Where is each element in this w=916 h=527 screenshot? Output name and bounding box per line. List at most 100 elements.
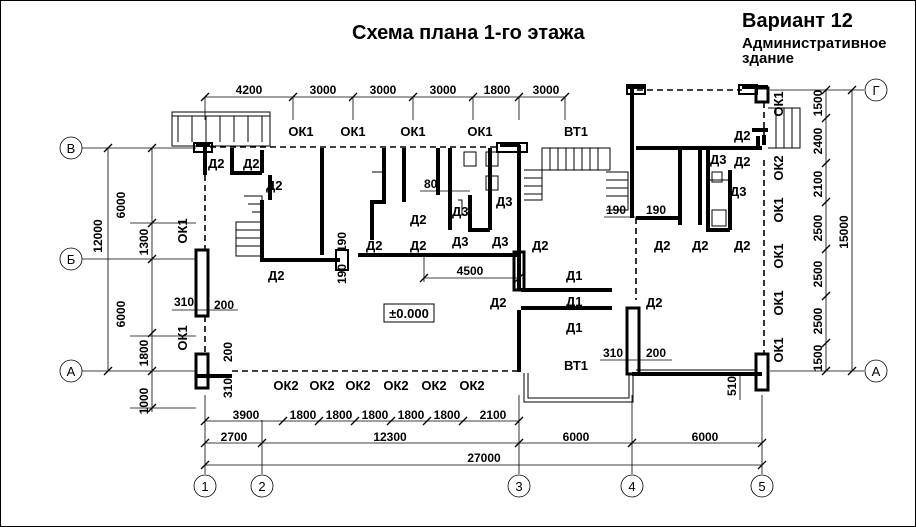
window-label: ОК1 [175, 218, 190, 243]
dim-open-5: 1800 [398, 408, 425, 422]
dim-open-4: 1800 [362, 408, 389, 422]
door3-label: Д3 [452, 234, 469, 249]
door2-label: Д2 [734, 238, 751, 253]
door2-label: Д2 [410, 238, 427, 253]
dim-left-4: 1800 [137, 339, 151, 366]
dim-open-7: 2100 [480, 408, 507, 422]
dim-open-1: 3900 [233, 408, 260, 422]
staircases [171, 107, 801, 257]
dim-right-5: 2500 [811, 260, 825, 287]
window-label-ok2-right: ОК2 [771, 155, 786, 180]
door2-label: Д2 [646, 295, 663, 310]
dim-190-left: 190 [606, 203, 626, 217]
dim-top-1: 4200 [236, 83, 263, 97]
grid-axes: 1 2 3 4 5 А Б В А Г [59, 78, 888, 498]
dim-right-7: 1500 [811, 344, 825, 371]
window-label: ОК1 [771, 91, 786, 116]
window-label: ОК1 [771, 197, 786, 222]
door3-label: Д3 [452, 204, 469, 219]
dim-top-2: 3000 [310, 83, 337, 97]
door2-label: Д2 [654, 238, 671, 253]
dim-left-1: 6000 [114, 191, 128, 218]
door1-label: Д1 [566, 268, 583, 283]
dimension-lines: 4200 3000 3000 3000 1800 3000 3900 1800 … [91, 83, 857, 470]
dim-open-2: 1800 [290, 408, 317, 422]
building-type: Административное здание [742, 36, 887, 66]
door1-label: Д1 [566, 294, 583, 309]
dim-right-2: 2400 [811, 127, 825, 154]
dim-4500: 4500 [457, 264, 484, 278]
axis-col-2: 2 [258, 479, 265, 494]
window-label: ОК1 [467, 124, 492, 139]
window-label: ОК1 [400, 124, 425, 139]
opening-labels: ОК1 ОК1 ОК1 ОК1 ВТ1 ВТ1 ОК1 ОК1 ОК1 ОК1 … [175, 91, 786, 393]
door2-label: Д2 [734, 128, 751, 143]
dim-200-left: 200 [214, 298, 234, 312]
window-label: ОК1 [771, 290, 786, 315]
dim-top-5: 1800 [484, 83, 511, 97]
dim-axis-1: 2700 [221, 430, 248, 444]
level-mark: ±0.000 [389, 306, 429, 321]
door3-label: Д3 [492, 234, 509, 249]
axis-col-1: 1 [201, 479, 208, 494]
door2-label: Д2 [243, 156, 260, 171]
axis-row-a-left: А [67, 364, 76, 379]
door2-label: Д2 [366, 238, 383, 253]
axis-row-g-right: Г [872, 83, 879, 98]
dim-left-3: 6000 [114, 300, 128, 327]
axis-col-5: 5 [758, 479, 765, 494]
door2-label: Д2 [266, 178, 283, 193]
axis-row-a-right: А [872, 364, 881, 379]
dim-200-col4: 200 [646, 346, 666, 360]
dim-310-left: 310 [174, 295, 194, 309]
window2-label: ОК2 [383, 378, 408, 393]
interior-walls [193, 84, 768, 310]
window2-label: ОК2 [421, 378, 446, 393]
dim-310-vertical: 310 [221, 378, 235, 398]
dim-right-3: 2100 [811, 170, 825, 197]
dim-top-3: 3000 [370, 83, 397, 97]
window2-label: ОК2 [345, 378, 370, 393]
axis-col-3: 3 [515, 479, 522, 494]
variant-label: Вариант 12 [742, 10, 853, 32]
dim-top-4: 3000 [430, 83, 457, 97]
dim-80: 80 [424, 177, 438, 191]
building-type-line1: Административное [742, 35, 887, 52]
exterior-walls [194, 85, 770, 403]
building-type-line2: здание [742, 50, 794, 67]
window2-label: ОК2 [309, 378, 334, 393]
dim-left-2: 1300 [137, 228, 151, 255]
door3-label: Д3 [730, 184, 747, 199]
dim-right-1: 1500 [811, 89, 825, 116]
axis-col-4: 4 [628, 479, 635, 494]
dim-310-col4: 310 [603, 346, 623, 360]
door2-label: Д2 [410, 212, 427, 227]
dim-left-5: 1000 [137, 387, 151, 414]
dim-right-4: 2500 [811, 214, 825, 241]
window-label: ОК1 [771, 337, 786, 362]
axis-row-v-left: В [67, 141, 76, 156]
drawing-title: Схема плана 1-го этажа [352, 22, 585, 44]
dim-190-vertical: 190 [335, 232, 349, 252]
window2-label: ОК2 [273, 378, 298, 393]
dim-right-6: 2500 [811, 307, 825, 334]
door1-label: Д1 [566, 320, 583, 335]
dim-open-3: 1800 [326, 408, 353, 422]
dim-190-right: 190 [646, 203, 666, 217]
dim-190-horizontal: 190 [335, 264, 349, 284]
window-label: ОК1 [288, 124, 313, 139]
dim-right-total: 15000 [837, 215, 851, 249]
door3-label: Д3 [496, 194, 513, 209]
dim-510: 510 [725, 376, 739, 396]
dim-left-total: 12000 [91, 219, 105, 253]
dim-200-vertical: 200 [221, 342, 235, 362]
dim-open-6: 1800 [434, 408, 461, 422]
door2-label: Д2 [490, 295, 507, 310]
dim-axis-3: 6000 [563, 430, 590, 444]
window-label: ОК1 [340, 124, 365, 139]
window-label: ОК1 [771, 243, 786, 268]
door2-label: Д2 [208, 156, 225, 171]
dim-bottom-total: 27000 [467, 451, 501, 465]
door2-label: Д2 [532, 238, 549, 253]
